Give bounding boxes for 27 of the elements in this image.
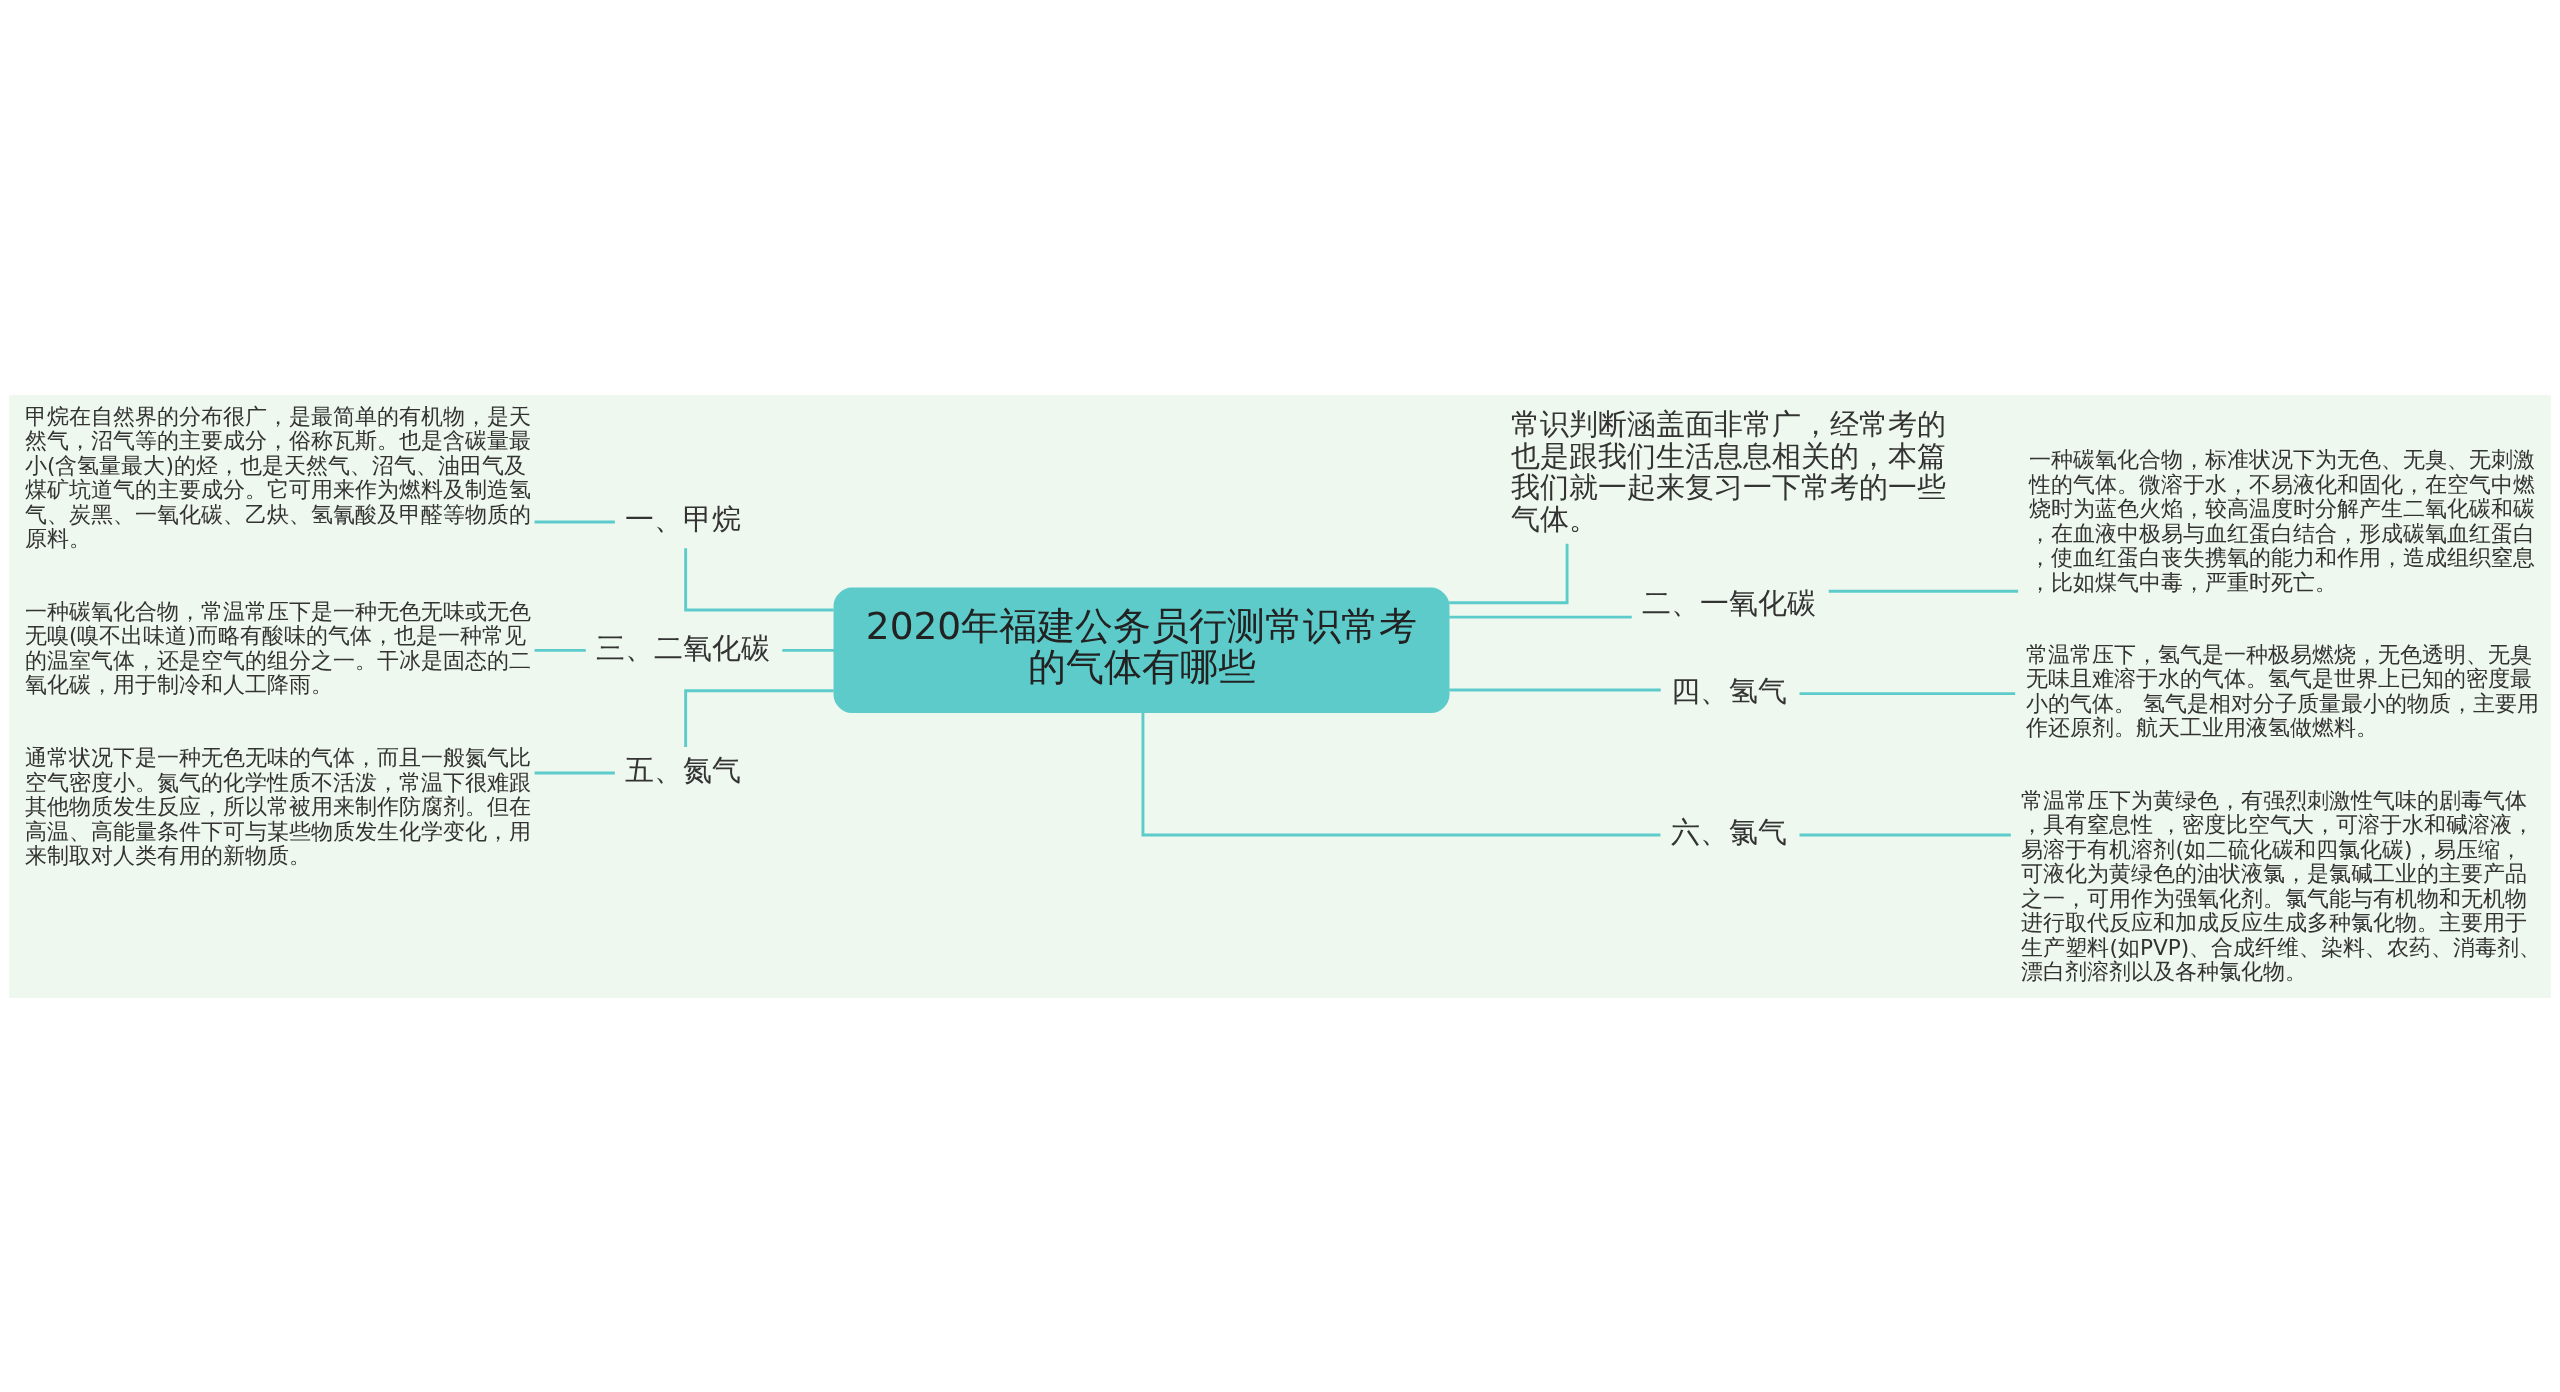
- connector: [1449, 543, 1569, 604]
- connector: [1449, 688, 1661, 691]
- node-text: 四、氢气: [1670, 673, 1787, 708]
- node-text: 二、一氧化碳: [1642, 585, 1817, 620]
- connector: [534, 648, 586, 652]
- node-box: 2020年福建公务员行测常识常考的气体有哪些: [833, 587, 1450, 713]
- node-text: 甲烷在自然界的分布很广，是最简单的有机物，是天然气，沼气等的主要成分，俗称瓦斯。也是含碳量最小(含氢量最大)的烃，也是天然气、沼气、油田气及煤矿坑道气的主要成分。它可用来作为燃料及制造氢气、炭黑、一氧化碳、乙炔、氢氰酸及甲醛等物质的原料。: [24, 403, 531, 551]
- node-text: 常温常压下，氢气是一种极易燃烧，无色透明、无臭无味且难溶于水的气体。氢气是世界上已知的密度最小的气体。 氢气是相对分子质量最小的物质，主要用作还原剂。航天工业用液氢做燃料。: [2025, 641, 2539, 740]
- node-text: 一、甲烷: [625, 501, 742, 536]
- node-text: 五、氮气: [625, 752, 742, 787]
- node-text: 一种碳氧化合物，标准状况下为无色、无臭、无刺激性的气体。微溶于水，不易液化和固化，在空气中燃烧时为蓝色火焰，较高温度时分解产生二氧化碳和碳，在血液中极易与血红蛋白结合，形成碳氧血红蛋白，使血红蛋白丧失携氧的能力和作用，造成组织窒息，比如煤气中毒，严重时死亡。: [2028, 446, 2535, 595]
- node-text: 六、氯气: [1670, 814, 1787, 849]
- connector: [782, 648, 835, 652]
- node-text: 通常状况下是一种无色无味的气体，而且一般氮气比空气密度小。氮气的化学性质不活泼，常温下很难跟其他物质发生反应，所以常被用来制作防腐剂。但在高温、高能量条件下可与某些物质发生化学变化，用来制取对人类有用的新物质。: [24, 744, 531, 868]
- node-text: 常识判断涵盖面非常广，经常考的也是跟我们生活息息相关的，本篇我们就一起来复习一下常考的一些气体。: [1510, 406, 1946, 536]
- node-text: 一种碳氧化合物，常温常压下是一种无色无味或无色无嗅(嗅不出味道)而略有酸味的气体，也是一种常见的温室气体，还是空气的组分之一。干冰是固态的二氧化碳，用于制冷和人工降雨。: [24, 598, 531, 697]
- connector: [1799, 833, 2011, 836]
- connector: [1141, 712, 1661, 836]
- connector: [1799, 691, 2016, 695]
- connector: [684, 547, 834, 611]
- connector: [1449, 615, 1632, 619]
- connector: [1828, 589, 2019, 593]
- connector: [534, 520, 615, 523]
- node-text: 常温常压下为黄绿色，有强烈刺激性气味的剧毒气体，具有窒息性 ，密度比空气大，可溶于水和碱溶液，易溶于有机溶剂(如二硫化碳和四氯化碳)，易压缩，可液化为黄绿色的油状液氯，是氯碱工业的主要产品之一，可用作为强氧化剂。氯气能与有机物和无机物进行取代反应和加成反应生成多种氯化物。主要用于生产塑料(如PVP)、合成纤维、染料、农药、消毒剂、漂白剂溶剂以及各种氯化物。: [2021, 787, 2542, 984]
- connector: [684, 688, 834, 747]
- node-text: 三、二氧化碳: [596, 630, 771, 665]
- connector: [534, 771, 615, 774]
